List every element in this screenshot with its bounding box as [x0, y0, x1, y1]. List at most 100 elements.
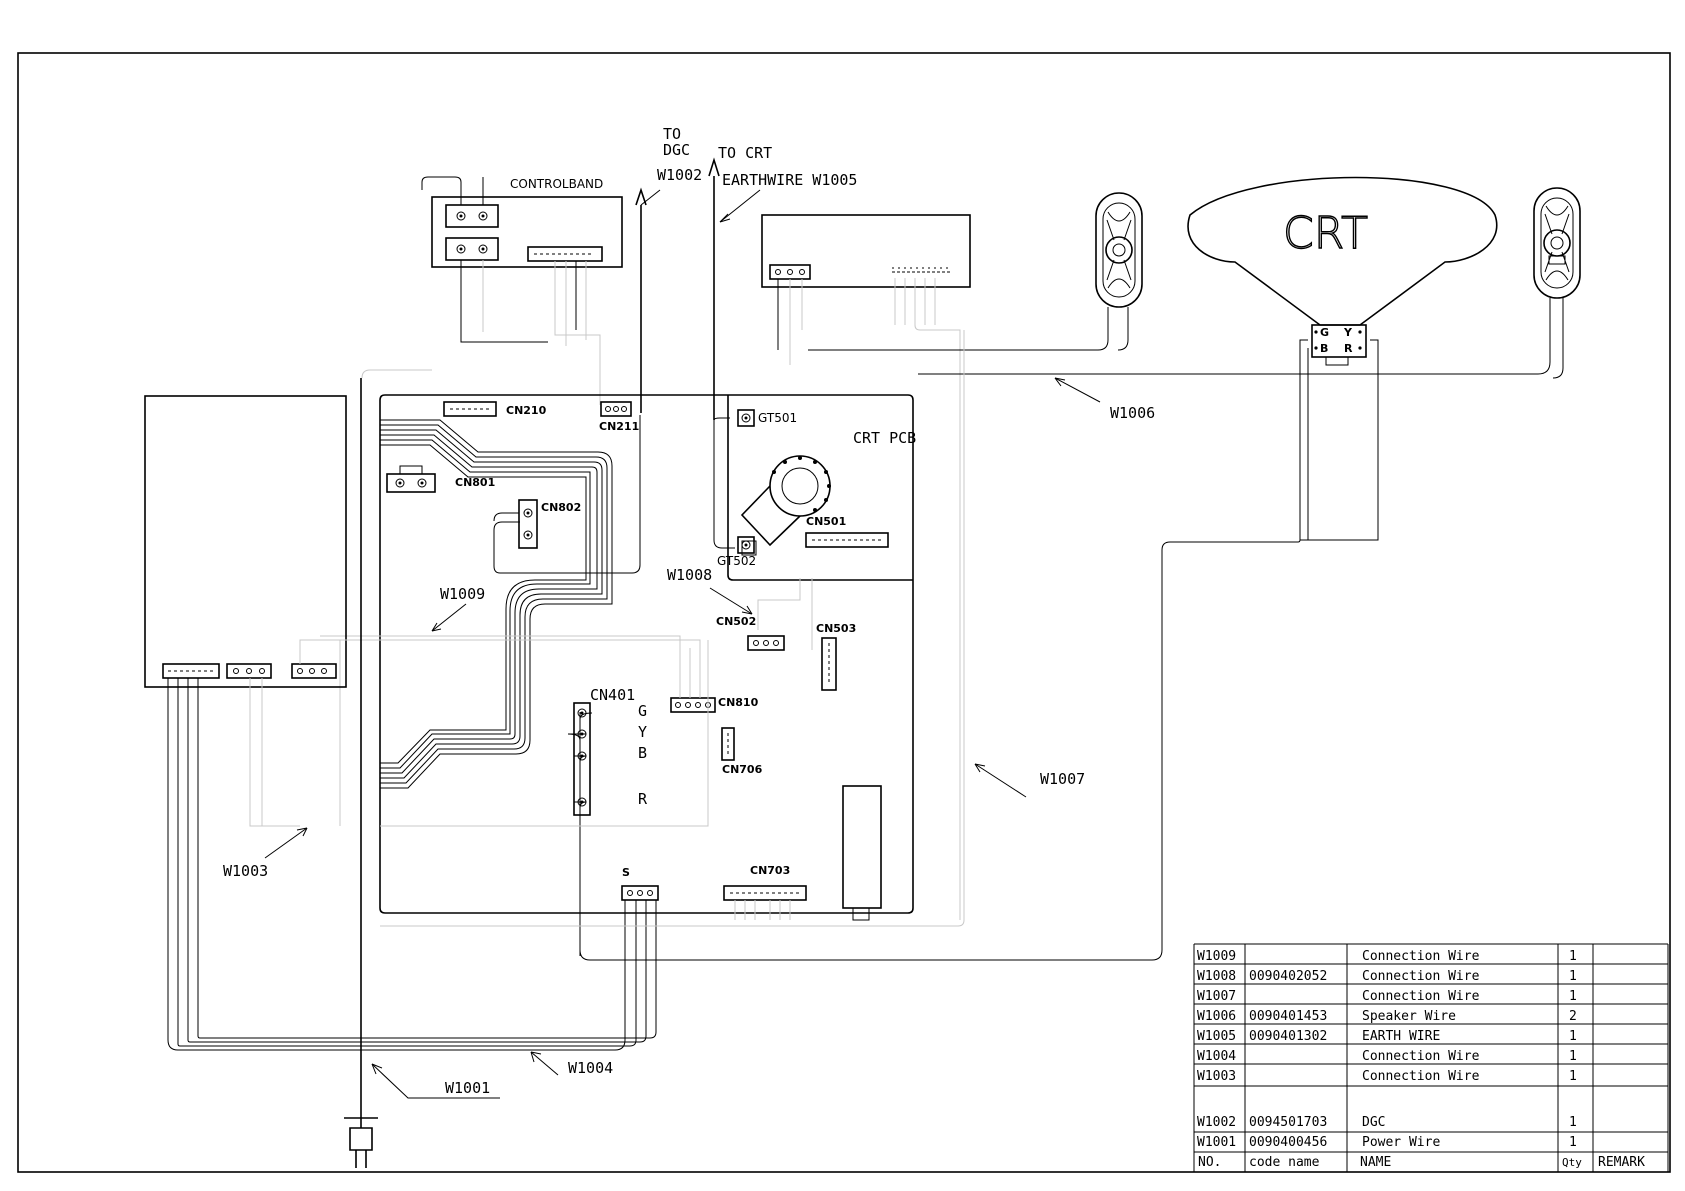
table-cell-name: Connection Wire [1362, 969, 1480, 984]
w1006-label: W1006 [1110, 404, 1155, 422]
header-code: code name [1249, 1155, 1320, 1170]
table-cell-qty: 1 [1569, 1135, 1577, 1150]
header-remark: REMARK [1598, 1155, 1645, 1170]
cn801-label: CN801 [455, 476, 495, 489]
table-cell-no: W1006 [1197, 1009, 1236, 1024]
crt-tube: CRT G Y B R [1187, 176, 1498, 366]
w1009-label: W1009 [440, 585, 485, 603]
s-label: S [622, 866, 630, 879]
cn210-label: CN210 [506, 404, 547, 417]
parts-table [1193, 943, 1669, 1173]
table-cell-qty: 1 [1569, 969, 1577, 984]
neck-y: Y [1343, 326, 1353, 339]
cn401-r: R [638, 790, 648, 808]
cn503-connector [821, 637, 837, 691]
table-cell-no: W1007 [1197, 989, 1236, 1004]
controlband-board: CONTROLBAND [421, 176, 623, 268]
neck-r: R [1344, 342, 1353, 355]
table-cell-qty: 1 [1569, 989, 1577, 1004]
cn501-label: CN501 [806, 515, 846, 528]
header-qty: Qty [1562, 1156, 1582, 1169]
table-cell-name: DGC [1362, 1115, 1385, 1130]
cn502-connector [747, 635, 785, 651]
table-cell-no: W1002 [1197, 1115, 1236, 1130]
cn401-y: Y [638, 723, 647, 741]
table-cell-code: 0094501703 [1249, 1115, 1327, 1130]
table-cell-no: W1003 [1197, 1069, 1236, 1084]
cn703-label: CN703 [750, 864, 790, 877]
crt-label: CRT [1283, 208, 1368, 259]
drawing-frame [17, 52, 1671, 1173]
s-connector [621, 885, 659, 901]
table-cell-name: Power Wire [1362, 1135, 1440, 1150]
power-board [144, 395, 347, 688]
table-cell-no: W1001 [1197, 1135, 1236, 1150]
table-cell-code: 0090402052 [1249, 969, 1327, 984]
table-cell-name: Connection Wire [1362, 1049, 1480, 1064]
neck-g: G [1320, 326, 1329, 339]
w1009-ribbon [380, 419, 613, 789]
cn210-connector [443, 401, 497, 417]
cn211-label: CN211 [599, 420, 639, 433]
table-cell-qty: 1 [1569, 1115, 1577, 1130]
table-cell-name: Connection Wire [1362, 989, 1480, 1004]
crt-pcb-label: CRT PCB [853, 429, 916, 447]
cn401-label: CN401 [590, 686, 635, 704]
to-crt-label: TO CRT [718, 144, 772, 162]
to-dgc-label-2: DGC [663, 141, 690, 159]
table-cell-name: Connection Wire [1362, 1069, 1480, 1084]
gt502-label: GT502 [717, 554, 756, 568]
table-cell-name: Connection Wire [1362, 949, 1480, 964]
cn703-connector [723, 885, 807, 901]
w1004-label: W1004 [568, 1059, 613, 1077]
header-name: NAME [1360, 1155, 1391, 1170]
w1001-label: W1001 [445, 1079, 490, 1097]
w1007-label: W1007 [1040, 770, 1085, 788]
parts-table-header: NO. code name NAME Qty REMARK [1198, 1155, 1645, 1170]
power-plug [344, 1117, 378, 1168]
cn706-label: CN706 [722, 763, 763, 776]
table-cell-qty: 1 [1569, 1029, 1577, 1044]
table-cell-code: 0090400456 [1249, 1135, 1327, 1150]
cn810-label: CN810 [718, 696, 759, 709]
w1003-label: W1003 [223, 862, 268, 880]
table-cell-code: 0090401453 [1249, 1009, 1327, 1024]
crt-signal-board [761, 214, 971, 288]
table-cell-qty: 1 [1569, 949, 1577, 964]
table-cell-qty: 1 [1569, 1069, 1577, 1084]
table-cell-no: W1004 [1197, 1049, 1236, 1064]
table-cell-no: W1005 [1197, 1029, 1236, 1044]
cn501-connector [805, 532, 889, 548]
w1002-label: W1002 [657, 166, 702, 184]
header-no: NO. [1198, 1155, 1221, 1170]
table-cell-no: W1008 [1197, 969, 1236, 984]
table-cell-code: 0090401302 [1249, 1029, 1327, 1044]
table-cell-qty: 2 [1569, 1009, 1577, 1024]
cn810-connector [670, 697, 716, 713]
cn502-label: CN502 [716, 615, 756, 628]
to-dgc-label-1: TO [663, 125, 681, 143]
cn401-g: G [638, 702, 647, 720]
cn802-connector [518, 499, 538, 549]
cn802-label: CN802 [541, 501, 581, 514]
controlband-label: CONTROLBAND [510, 177, 603, 191]
pcb-component [842, 785, 882, 909]
neck-b: B [1320, 342, 1328, 355]
table-cell-no: W1009 [1197, 949, 1236, 964]
table-cell-name: EARTH WIRE [1362, 1029, 1440, 1044]
table-cell-name: Speaker Wire [1362, 1009, 1456, 1024]
cn706-connector [721, 727, 735, 761]
cn211-connector [600, 401, 632, 417]
cn801-connector [386, 473, 436, 493]
gt501-connector [737, 409, 755, 427]
main-pcb: CRT PCB [379, 394, 916, 914]
gt501-label: GT501 [758, 411, 797, 425]
cn401-b: B [638, 744, 647, 762]
gt502-connector [737, 536, 755, 554]
right-speaker [1533, 187, 1581, 299]
earthwire-label: EARTHWIRE W1005 [722, 171, 857, 189]
w1008-label: W1008 [667, 566, 712, 584]
table-cell-qty: 1 [1569, 1049, 1577, 1064]
left-speaker [1095, 192, 1143, 308]
